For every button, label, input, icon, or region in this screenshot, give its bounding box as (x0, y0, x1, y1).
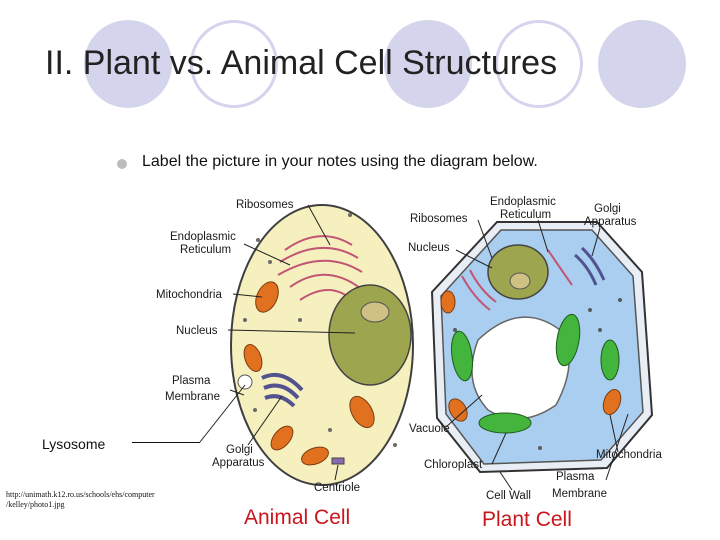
decor-ring (190, 20, 278, 108)
mitochondrion (270, 425, 294, 451)
mitochondrion (255, 281, 279, 313)
plant-chloroplasts (451, 313, 620, 434)
plant-label-nucleus: Nucleus (408, 242, 450, 254)
lysosome-leader-line (132, 442, 200, 443)
chloroplast (478, 412, 532, 434)
mitochondrion (448, 398, 468, 422)
bullet-icon (117, 159, 127, 169)
mitochondrion (440, 290, 456, 314)
mitochondrion (349, 395, 375, 429)
animal-label-golgi-2: Apparatus (212, 457, 265, 469)
plant-leader-lines (445, 219, 629, 491)
animal-label-er-2: Reticulum (180, 244, 231, 256)
plant-label-ribosomes: Ribosomes (410, 213, 468, 225)
animal-mitochondria (243, 281, 375, 466)
animal-lysosome (237, 374, 253, 390)
plant-nucleolus (509, 272, 531, 290)
plant-cell-caption: Plant Cell (482, 508, 572, 531)
animal-label-er-1: Endoplasmic (170, 231, 236, 243)
decor-ring (495, 20, 583, 108)
lysosome-label: Lysosome (42, 436, 106, 452)
source-line-1: http://unimath.k12.ro.us/schools/ehs/com… (6, 490, 155, 499)
plant-vacuole (471, 316, 570, 420)
plant-label-golgi-2: Apparatus (584, 216, 637, 228)
source-credit: http://unimath.k12.ro.us/schools/ehs/com… (6, 490, 156, 510)
animal-label-golgi-1: Golgi (226, 444, 253, 456)
plant-er (461, 249, 573, 311)
slide-title: II. Plant vs. Animal Cell Structures (45, 44, 558, 82)
chloroplast (555, 313, 581, 367)
animal-cell-caption: Animal Cell (244, 506, 350, 529)
animal-label-mitochondria: Mitochondria (156, 289, 222, 301)
decor-circle (598, 20, 686, 108)
animal-label-nucleus: Nucleus (176, 325, 218, 337)
animal-label-centriole: Centriole (314, 482, 360, 494)
animal-label-plasma-2: Membrane (165, 391, 220, 403)
animal-label-plasma-1: Plasma (172, 375, 211, 387)
mitochondrion (301, 446, 329, 466)
animal-nucleus (328, 284, 412, 386)
mitochondrion (602, 388, 622, 416)
plant-label-golgi-1: Golgi (594, 203, 621, 215)
plant-mitochondria (440, 290, 622, 422)
bullet-text: Label the picture in your notes using th… (142, 153, 538, 170)
plant-label-chloroplast: Chloroplast (424, 459, 483, 471)
plant-label-vacuole: Vacuole (409, 423, 450, 435)
mitochondrion (243, 344, 263, 372)
decor-circle (84, 20, 172, 108)
chloroplast (451, 330, 473, 382)
decor-circle (384, 20, 472, 108)
plant-golgi (574, 246, 606, 286)
plant-label-er-2: Reticulum (500, 209, 551, 221)
source-line-2: /kelley/photo1.jpg (6, 500, 65, 509)
plant-label-cell-wall: Cell Wall (486, 490, 531, 502)
plant-label-er-1: Endoplasmic (490, 196, 556, 208)
plant-label-plasma-1: Plasma (556, 471, 595, 483)
animal-cell: Ribosomes Endoplasmic Reticulum Mitochon… (156, 199, 414, 529)
animal-ribosomes (243, 213, 397, 447)
plant-ribosomes (453, 298, 622, 450)
chloroplast (600, 339, 620, 381)
animal-leader-lines (199, 204, 356, 481)
animal-nucleolus (360, 301, 390, 323)
animal-centriole (331, 457, 345, 465)
animal-golgi (261, 373, 304, 408)
animal-label-ribosomes: Ribosomes (236, 199, 294, 211)
plant-cell: Endoplasmic Reticulum Ribosomes Golgi Ap… (408, 196, 662, 531)
plant-nucleus (487, 244, 549, 300)
plant-label-mitochondria: Mitochondria (596, 449, 662, 461)
plant-label-plasma-2: Membrane (552, 488, 607, 500)
